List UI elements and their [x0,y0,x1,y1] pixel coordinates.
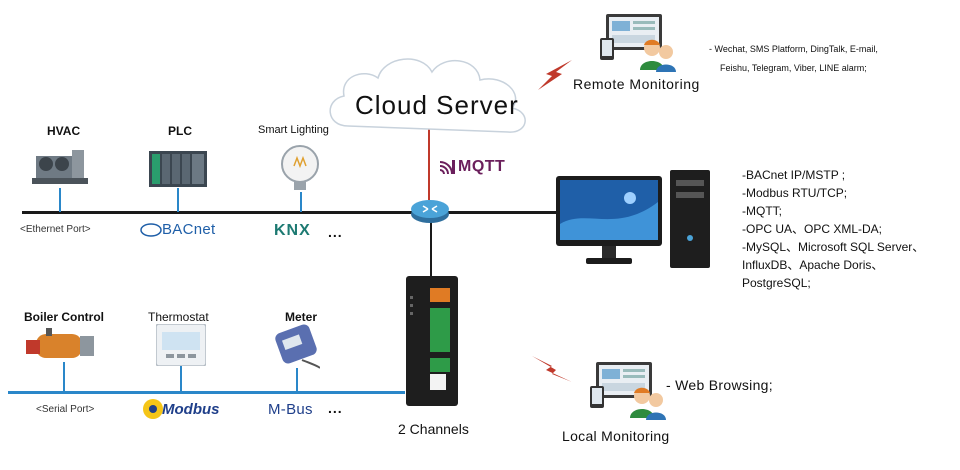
ethernet-port-label: <Ethernet Port> [20,224,91,235]
ethernet-more: ... [328,224,343,240]
protocol-item: -MQTT; [742,204,782,218]
boiler-control-label: Boiler Control [24,310,104,324]
workstation-icon [556,170,710,268]
plc-icon [149,151,207,187]
protocol-item: -MySQL、Microsoft SQL Server、 [742,240,925,254]
protocol-item: -BACnet IP/MSTP ; [742,168,846,182]
protocol-item: InfluxDB、Apache Doris、 [742,258,884,272]
knx-logo: KNX [274,222,311,239]
protocol-item: -Modbus RTU/TCP; [742,186,848,200]
router-icon [411,200,449,223]
protocol-item: -OPC UA、OPC XML-DA; [742,222,883,236]
bacnet-badge-icon [140,223,162,237]
meter-icon [275,324,320,369]
meter-connector [296,368,298,392]
lightning-remote-icon [538,60,572,90]
serial-more: ... [328,400,343,416]
serial-bus-line [8,391,405,394]
remote-monitoring-label: Remote Monitoring [573,76,700,92]
gateway-label: 2 Channels [398,421,469,437]
router-gateway-link [430,222,432,277]
remote-monitoring-icon [600,14,676,72]
smart-lighting-label: Smart Lighting [258,124,329,136]
hvac-icon [32,150,88,184]
plc-connector [177,188,179,212]
alarm-line-1: - Wechat, SMS Platform, DingTalk, E-mail… [709,44,878,54]
local-monitoring-icon [590,362,666,420]
boiler-connector [63,362,65,392]
thermostat-icon [156,324,206,366]
protocol-list: -BACnet IP/MSTP ; -Modbus RTU/TCP; -MQTT… [742,166,924,292]
modbus-logo: Modbus [162,401,220,418]
ethernet-bus-line [22,211,557,214]
meter-label: Meter [285,310,318,324]
lighting-connector [300,192,302,212]
mbus-logo: M-Bus [268,401,313,418]
boiler-icon [26,328,94,358]
lightbulb-icon [281,145,319,190]
alarm-line-2: Feishu, Telegram, Viber, LINE alarm; [720,63,867,73]
cloud-icon [329,58,526,133]
plc-label: PLC [168,124,192,138]
gateway-device-icon [406,276,458,406]
hvac-connector [59,188,61,212]
serial-port-label: <Serial Port> [36,404,95,415]
web-browsing-label: - Web Browsing; [666,377,773,393]
cloud-router-link [428,120,430,200]
mqtt-logo-icon [440,160,455,174]
bacnet-logo: BACnet [162,221,216,238]
thermostat-label: Thermostat [148,310,209,324]
lightning-local-icon [532,356,572,382]
mqtt-label: MQTT [458,158,506,175]
protocol-item: PostgreSQL; [742,276,811,290]
hvac-label: HVAC [47,124,81,138]
cloud-server-title: Cloud Server [355,90,519,120]
thermostat-connector [180,366,182,392]
modbus-badge-icon [143,399,163,419]
local-monitoring-label: Local Monitoring [562,428,670,444]
